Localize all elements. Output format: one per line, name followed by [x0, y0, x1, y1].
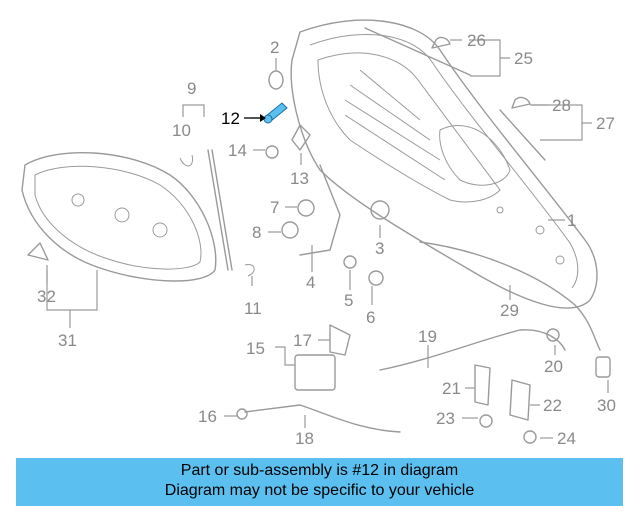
label-27: 27	[596, 114, 615, 133]
label-26: 26	[467, 31, 486, 50]
label-8: 8	[252, 223, 261, 242]
weatherstrip	[419, 241, 601, 351]
banner-line-1: Part or sub-assembly is #12 in diagram	[180, 462, 459, 479]
label-7: 7	[270, 198, 279, 217]
info-banner: Part or sub-assembly is #12 in diagram D…	[16, 458, 623, 506]
label-16: 16	[198, 407, 217, 426]
label-23: 23	[436, 409, 455, 428]
label-3: 3	[375, 239, 384, 258]
label-1: 1	[567, 211, 576, 230]
label-18: 18	[295, 429, 314, 448]
hood-strut	[179, 149, 255, 277]
small-parts	[27, 36, 611, 444]
label-5: 5	[344, 291, 353, 310]
label-2: 2	[270, 38, 279, 57]
label-21: 21	[442, 379, 461, 398]
label-4: 4	[306, 273, 315, 292]
label-11: 11	[244, 299, 262, 318]
label-6: 6	[366, 308, 375, 327]
label-15: 15	[246, 339, 265, 358]
label-14: 14	[228, 141, 247, 160]
label-20: 20	[544, 357, 563, 376]
hood-panel	[290, 19, 598, 309]
label-13: 13	[290, 169, 309, 188]
label-30: 30	[597, 396, 616, 415]
label-10: 10	[172, 121, 191, 140]
callout-labels: 1 2 3 4 5 6 7 8 9 10 11 12 13 14 15 16 1…	[37, 31, 616, 448]
label-22: 22	[543, 396, 562, 415]
label-24: 24	[557, 429, 576, 448]
label-25: 25	[514, 49, 533, 68]
label-9: 9	[187, 79, 196, 98]
banner-line-2: Diagram may not be specific to your vehi…	[164, 482, 475, 499]
label-32: 32	[37, 287, 56, 306]
label-28: 28	[552, 96, 571, 115]
label-17: 17	[293, 331, 312, 350]
part-12-fastener[interactable]	[263, 102, 288, 124]
hood-insulator	[21, 152, 217, 282]
label-31: 31	[58, 331, 77, 350]
label-12: 12	[221, 109, 240, 128]
part-12-arrow	[244, 114, 266, 122]
label-19: 19	[418, 327, 437, 346]
leader-lines	[46, 39, 609, 439]
label-29: 29	[500, 301, 519, 320]
seal-strip-25	[364, 27, 471, 76]
seal-strip-27	[499, 109, 546, 161]
